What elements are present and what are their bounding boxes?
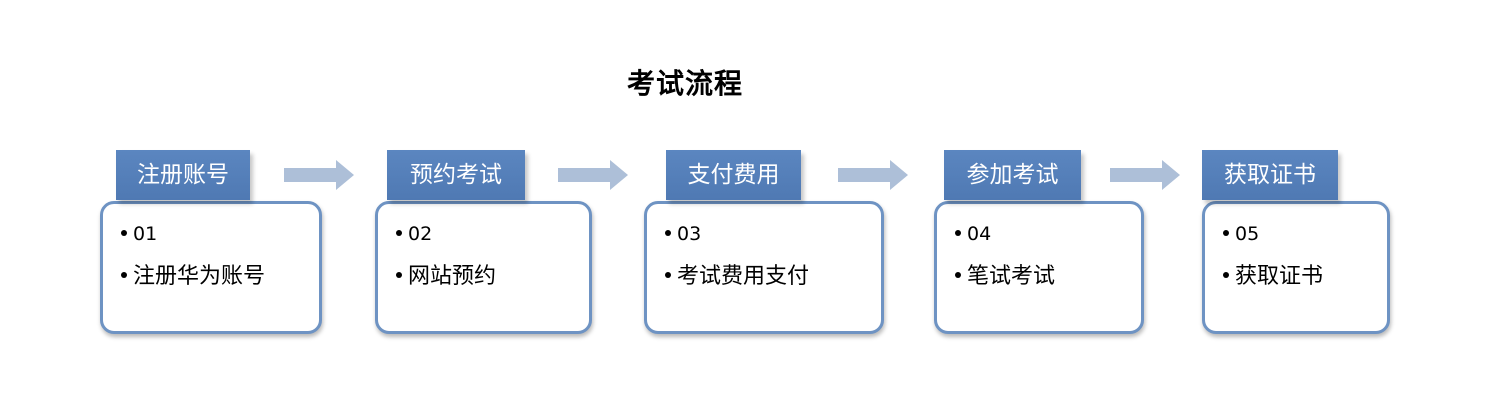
arrow-right-icon xyxy=(838,160,908,190)
step-3-description: 考试费用支付 xyxy=(677,264,810,289)
diagram-title: 考试流程 xyxy=(626,67,743,100)
bullet-icon xyxy=(121,229,127,236)
step-3-number: 03 xyxy=(677,223,702,245)
step-5-box: 05 获取证书 xyxy=(1202,201,1390,334)
step-1-number: 01 xyxy=(133,223,158,245)
step-5-number-line: 05 xyxy=(1223,223,1259,245)
bullet-icon xyxy=(955,272,961,278)
step-4-description-line: 笔试考试 xyxy=(955,258,1055,290)
bullet-icon xyxy=(665,272,671,278)
step-3-number-line: 03 xyxy=(665,223,701,245)
step-2-description: 网站预约 xyxy=(408,264,497,289)
step-4-number-line: 04 xyxy=(955,223,991,245)
arrow-right-icon xyxy=(1110,160,1180,190)
step-3-label: 支付费用 xyxy=(666,150,801,200)
arrow-right-icon xyxy=(284,160,354,190)
bullet-icon xyxy=(1223,272,1229,278)
step-1-number-line: 01 xyxy=(121,223,157,245)
step-2-number: 02 xyxy=(408,223,433,245)
step-5-number: 05 xyxy=(1235,223,1260,245)
step-5-description: 获取证书 xyxy=(1235,264,1324,289)
bullet-icon xyxy=(955,229,961,236)
bullet-icon xyxy=(396,229,402,236)
step-1-box: 01 注册华为账号 xyxy=(100,201,322,334)
step-2-description-line: 网站预约 xyxy=(396,258,496,290)
step-4-box: 04 笔试考试 xyxy=(934,201,1144,334)
step-5-description-line: 获取证书 xyxy=(1223,258,1323,290)
step-1-description: 注册华为账号 xyxy=(133,264,266,289)
bullet-icon xyxy=(665,229,671,236)
step-4-label: 参加考试 xyxy=(944,150,1081,200)
bullet-icon xyxy=(1223,229,1229,236)
step-3-description-line: 考试费用支付 xyxy=(665,258,809,290)
step-3-box: 03 考试费用支付 xyxy=(644,201,884,334)
step-2-box: 02 网站预约 xyxy=(375,201,592,334)
step-1-label: 注册账号 xyxy=(116,150,250,200)
bullet-icon xyxy=(121,272,127,278)
step-4-number: 04 xyxy=(967,223,992,245)
step-4-description: 笔试考试 xyxy=(967,264,1056,289)
step-1-description-line: 注册华为账号 xyxy=(121,258,265,290)
bullet-icon xyxy=(396,272,402,278)
step-2-label: 预约考试 xyxy=(387,150,525,200)
arrow-right-icon xyxy=(558,160,628,190)
step-2-number-line: 02 xyxy=(396,223,432,245)
step-5-label: 获取证书 xyxy=(1202,150,1338,200)
